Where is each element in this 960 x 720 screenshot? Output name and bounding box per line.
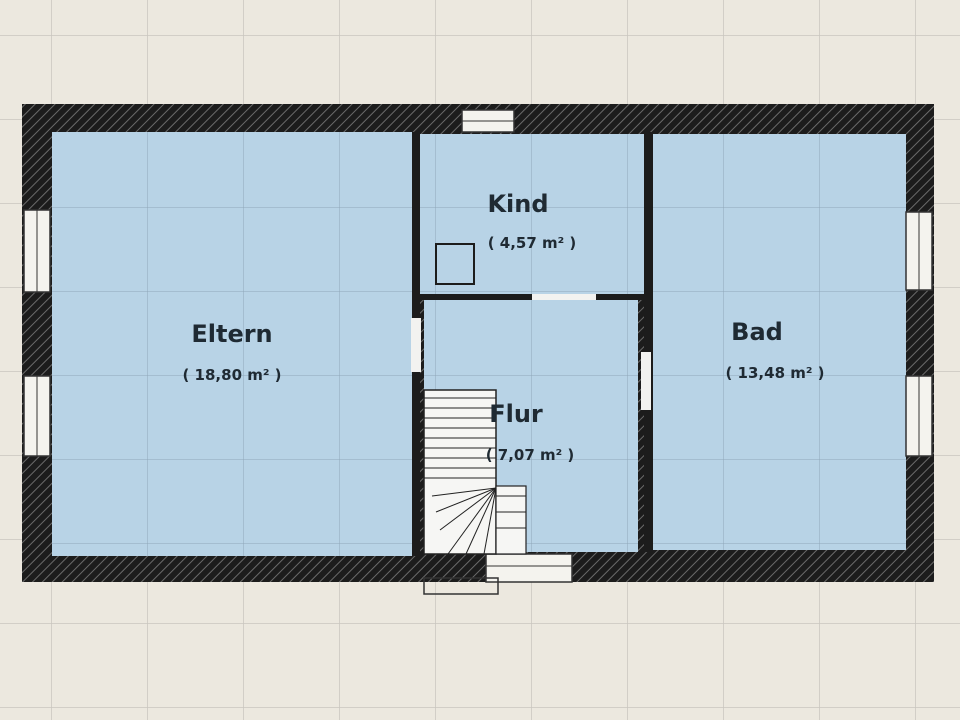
staircase (423, 389, 527, 555)
room-area-flur: ( 7,07 m² ) (486, 446, 575, 464)
door-opening-kind (532, 294, 596, 300)
room-area-kind: ( 4,57 m² ) (488, 234, 577, 252)
room-area-bad: ( 13,48 m² ) (725, 364, 824, 382)
window-right-upper (905, 211, 933, 291)
window-left-upper (23, 209, 51, 293)
window-top (461, 109, 515, 133)
window-right-lower (905, 375, 933, 457)
room-name-eltern: Eltern (191, 320, 272, 348)
entrance-door (485, 553, 573, 583)
room-name-flur: Flur (489, 400, 543, 428)
room-area-eltern: ( 18,80 m² ) (182, 366, 281, 384)
door-opening-eltern (411, 318, 421, 372)
room-eltern (52, 132, 412, 556)
window-left-lower (23, 375, 51, 457)
room-kind (420, 134, 646, 294)
entrance-step (423, 577, 499, 595)
room-name-bad: Bad (731, 318, 783, 346)
chimney-square (435, 243, 475, 285)
door-opening-bad (641, 352, 651, 410)
inner-wall-right (644, 132, 653, 552)
room-name-kind: Kind (487, 190, 548, 218)
room-bad (652, 134, 906, 550)
